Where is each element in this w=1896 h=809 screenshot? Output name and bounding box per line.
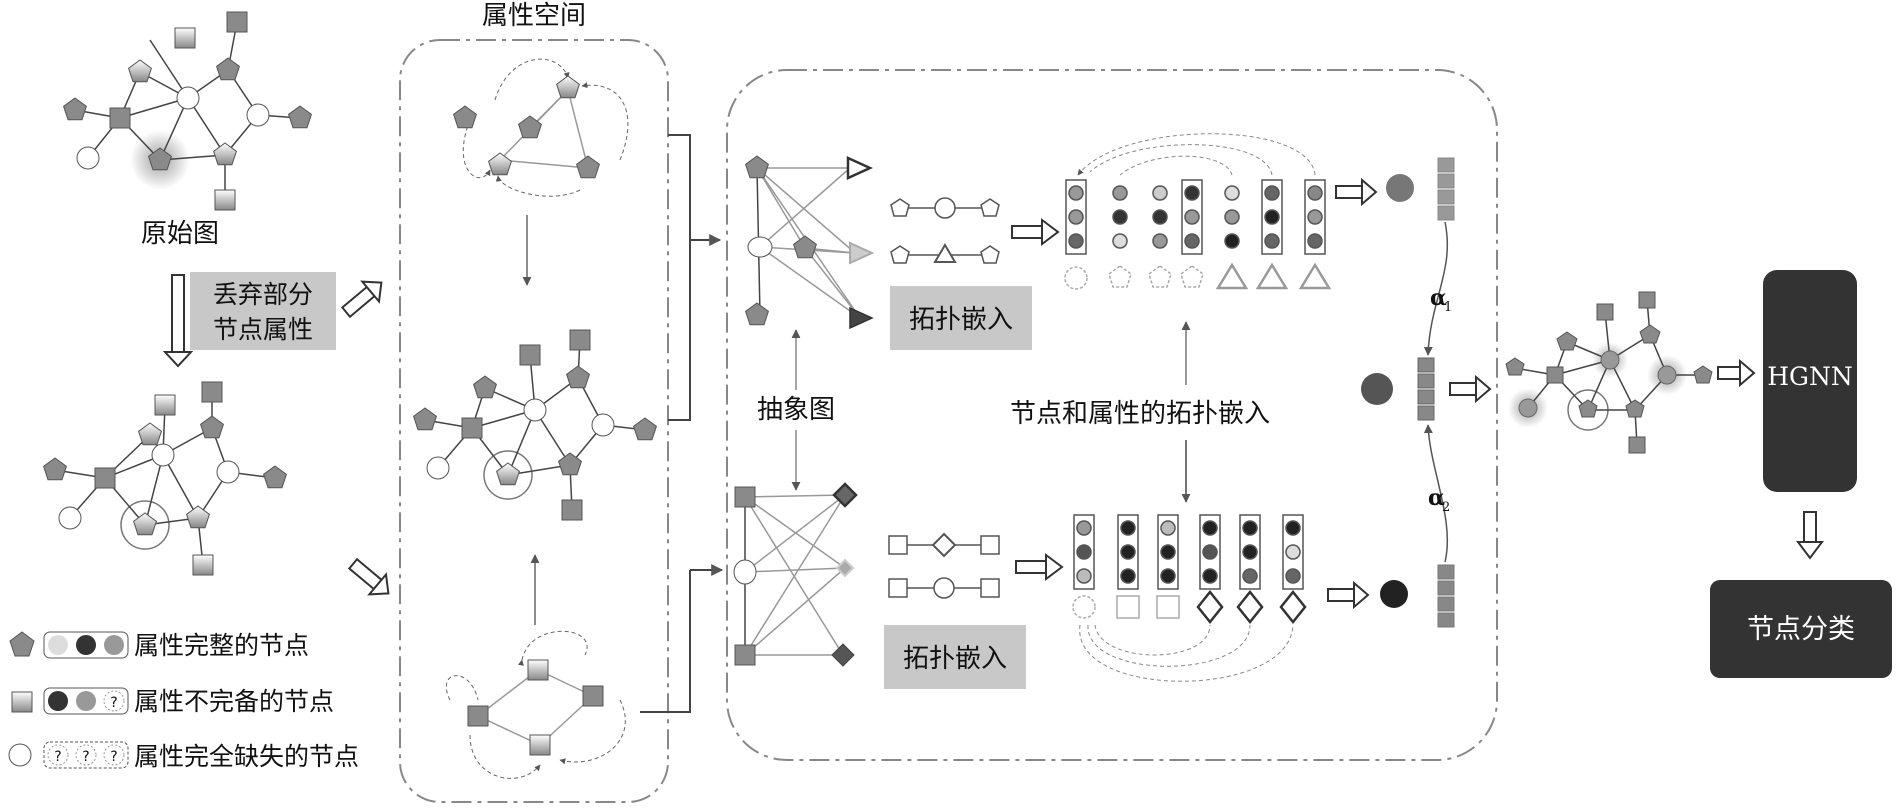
node-classification-label: 节点分类: [1747, 614, 1855, 645]
legend-label-incomplete: 属性不完备的节点: [134, 687, 334, 716]
alpha1-label: α 1: [1430, 285, 1452, 315]
attr-cluster-square: [445, 630, 626, 779]
original-graph: [63, 11, 312, 211]
abstract-graph-label: 抽象图: [757, 395, 835, 425]
drop-arrow: [162, 274, 194, 368]
arrow-to-completed-graph: [1449, 374, 1492, 404]
embedding-dot-upper: [1386, 174, 1414, 202]
topo-embed-upper-label: 拓扑嵌入: [909, 305, 1013, 335]
legend-item-incomplete: ? 属性不完备的节点: [11, 687, 334, 716]
alpha2-label: α 2: [1428, 485, 1450, 515]
arrow-to-embedding-lower: [1327, 580, 1370, 610]
node-attr-topo-label: 节点和属性的拓扑嵌入: [1010, 399, 1270, 429]
legend-mark-missing-3: ?: [110, 749, 117, 765]
embedding-matrix-upper: [1065, 179, 1326, 255]
topo-embed-lower-label: 拓扑嵌入: [903, 644, 1007, 674]
abstract-graph-lower: [733, 482, 858, 667]
legend-label-complete: 属性完整的节点: [134, 631, 309, 660]
incomplete-graph: [43, 381, 287, 576]
node-classification-box: [1710, 580, 1892, 678]
attr-to-topo-connectors: [640, 134, 724, 713]
arrow-to-embedding-upper: [1335, 177, 1378, 207]
legend: 属性完整的节点 ? 属性不完备的节点 ? ? ? 属性完全缺失的节点: [8, 631, 359, 771]
legend-mark-missing-2: ?: [82, 749, 89, 765]
alpha2-symbol: α: [1428, 485, 1445, 511]
embedding-dot-lower: [1380, 580, 1408, 608]
embedding-dot-middle: [1361, 373, 1393, 405]
path-motifs-lower: [888, 532, 1000, 599]
arrow-to-matrix-lower: [1015, 553, 1064, 581]
alpha1-subscript: 1: [1444, 300, 1452, 315]
legend-mark-missing-1: ?: [54, 749, 61, 765]
topo-embed-lower-bg: [884, 625, 1026, 689]
arrow-to-classification: [1796, 511, 1824, 560]
arrow-down-right: [347, 557, 390, 596]
arrow-to-matrix-upper: [1011, 218, 1060, 246]
hgnn-box: [1763, 270, 1857, 492]
attr-cluster-pentagon: [453, 58, 629, 197]
drop-label-bg: [190, 272, 336, 350]
arrow-to-hgnn: [1717, 358, 1756, 388]
alpha1-arrow: [1423, 221, 1449, 356]
legend-mark-incomplete: ?: [110, 695, 117, 711]
completed-graph: [1505, 291, 1713, 454]
attribute-space-label: 属性空间: [482, 1, 586, 31]
attr-middle-graph: [413, 329, 657, 521]
embedding-matrix-lower: [1073, 514, 1304, 590]
topology-box: [726, 69, 1498, 761]
original-graph-label: 原始图: [141, 219, 219, 249]
embedding-vector-upper: [1437, 157, 1455, 221]
legend-item-complete: 属性完整的节点: [9, 631, 309, 660]
drop-label-line2: 节点属性: [213, 315, 313, 344]
topo-embed-upper-bg: [890, 286, 1032, 350]
alpha2-subscript: 2: [1442, 500, 1450, 515]
matrix-upper-node-types: [1064, 262, 1332, 290]
matrix-lower-dashed-links: [1079, 624, 1294, 682]
drop-label-line1: 丢弃部分: [213, 280, 313, 309]
legend-item-missing: ? ? ? 属性完全缺失的节点: [8, 741, 359, 771]
embedding-vector-lower: [1437, 564, 1455, 628]
legend-label-missing: 属性完全缺失的节点: [134, 742, 359, 771]
alpha2-arrow: [1423, 424, 1449, 563]
matrix-upper-dashed-links: [1077, 133, 1316, 176]
hgnn-label: HGNN: [1767, 362, 1853, 391]
arrow-up-right: [340, 280, 383, 319]
abstract-graph-upper: [745, 155, 875, 330]
alpha1-symbol: α: [1430, 285, 1447, 311]
path-motifs-upper: [890, 197, 1000, 264]
matrix-lower-node-types: [1072, 589, 1307, 625]
embedding-vector-middle: [1417, 357, 1435, 421]
